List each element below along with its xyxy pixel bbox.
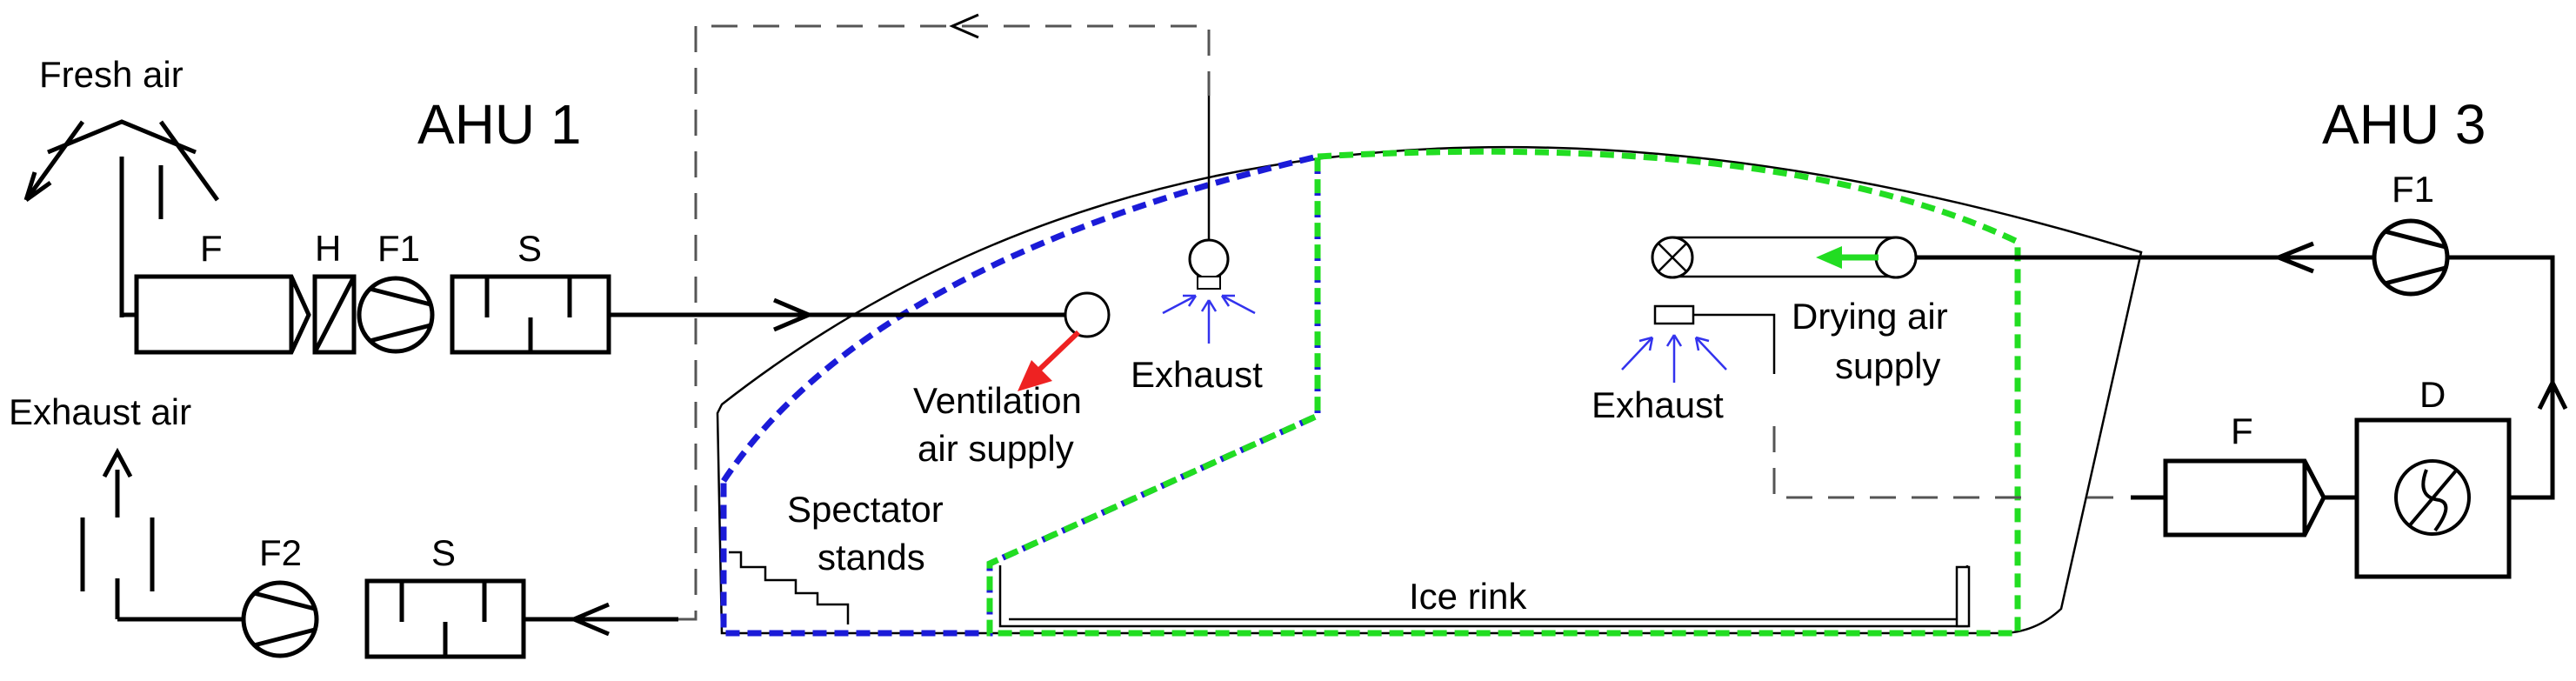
drying-duct-inlet-icon bbox=[1874, 236, 1918, 279]
ventilation-diffuser: Ventilation air supply bbox=[913, 291, 1111, 469]
spectator-stands-label-1: Spectator bbox=[787, 489, 944, 530]
ahu3-riser bbox=[2447, 255, 2555, 500]
ahu3-riser-arrow bbox=[2537, 377, 2568, 411]
supply-fan-blades bbox=[369, 286, 431, 344]
exhaust-grille-right: Exhaust bbox=[1592, 304, 2122, 499]
drying-flow-arrow bbox=[1816, 246, 1842, 269]
exhaust-right-dashed-return bbox=[1772, 426, 2122, 499]
exhaust-grille-left: Exhaust bbox=[1131, 96, 1263, 395]
ventilation-supply-label-2: air supply bbox=[918, 428, 1074, 469]
ahu3-filter-label: F bbox=[2231, 411, 2253, 451]
ahu1-unit: AHU 1 Fresh air F H F1 S Exhaust air bbox=[9, 13, 1211, 659]
ahu3-dehumidifier-label: D bbox=[2419, 374, 2446, 415]
ventilation-jet-line bbox=[1037, 330, 1081, 372]
ahu3-title: AHU 3 bbox=[2322, 93, 2486, 156]
ahu1-exhaust-silencer-label: S bbox=[431, 532, 456, 573]
ventilation-zone-boundary bbox=[720, 152, 1321, 637]
arena-building bbox=[716, 145, 2143, 635]
ahu1-filter bbox=[134, 274, 311, 355]
drying-zone-boundary bbox=[986, 148, 2021, 637]
exhaust-air-arrow bbox=[102, 447, 133, 517]
ahu3-supply-arrow bbox=[2272, 241, 2314, 274]
fresh-air-label: Fresh air bbox=[39, 54, 184, 95]
fresh-air-arrow-left bbox=[23, 120, 85, 203]
exhaust-silencer-baffles bbox=[399, 581, 487, 657]
exhaust-left-label: Exhaust bbox=[1131, 354, 1263, 395]
fresh-air-hood bbox=[47, 119, 197, 155]
ice-rink-label: Ice rink bbox=[1409, 576, 1527, 617]
drying-duct-body bbox=[1672, 236, 1896, 278]
ahu1-title: AHU 1 bbox=[417, 93, 582, 156]
exhaust-left-inflow-arrows bbox=[1162, 294, 1256, 344]
arena-roof-outline bbox=[716, 145, 2143, 635]
drying-supply-label-2: supply bbox=[1835, 345, 1940, 386]
exhaust-grille-left-icon bbox=[1188, 238, 1230, 280]
ahu1-exhaust-fan-label: F2 bbox=[259, 532, 302, 573]
drying-air-duct: Drying air supply bbox=[1651, 236, 1948, 386]
spectator-stands-steps bbox=[729, 551, 850, 624]
exhaust-grille-right-icon bbox=[1653, 304, 1695, 325]
supply-flow-arrow bbox=[773, 297, 815, 332]
exhaust-right-label: Exhaust bbox=[1592, 384, 1724, 425]
ahu3-fan-blades bbox=[2384, 229, 2446, 286]
exhaust-right-duct bbox=[1693, 313, 1776, 374]
ahu3-filter bbox=[2163, 458, 2326, 537]
drying-duct-cross bbox=[1658, 243, 1687, 272]
ventilation-diffuser-icon bbox=[1064, 291, 1111, 338]
fresh-air-arrow-right bbox=[158, 120, 220, 202]
ventilation-supply-label-1: Ventilation bbox=[913, 380, 1082, 421]
ahu1-heater-label: H bbox=[315, 228, 341, 269]
spectator-stands-label-2: stands bbox=[818, 537, 925, 578]
dehumidifier-drop-icon bbox=[2407, 468, 2459, 532]
exhaust-fan-blades bbox=[253, 591, 316, 648]
exhaust-air-label: Exhaust air bbox=[9, 391, 191, 432]
ahu1-supply-fan bbox=[357, 276, 435, 354]
drying-supply-label-1: Drying air bbox=[1792, 296, 1948, 337]
exhaust-grille-left-base bbox=[1197, 276, 1221, 290]
ahu1-filter-label: F bbox=[200, 228, 223, 269]
ventilation-jet-arrow bbox=[1018, 360, 1052, 391]
supply-silencer-baffles bbox=[484, 277, 572, 352]
ahu1-exhaust-fan bbox=[241, 580, 319, 658]
ahu1-supply-silencer-label: S bbox=[517, 228, 542, 269]
heater-diagonal bbox=[312, 275, 357, 354]
return-flow-arrow bbox=[568, 602, 610, 637]
rink-board-right bbox=[1955, 565, 1971, 628]
exhaust-right-inflow-arrows bbox=[1621, 334, 1727, 383]
ahu3-fan-label: F1 bbox=[2392, 169, 2434, 210]
ahu1-supply-fan-label: F1 bbox=[377, 228, 420, 269]
ahu3-unit: AHU 3 F1 D F bbox=[1916, 93, 2568, 579]
exhaust-dashed-arrow bbox=[949, 13, 979, 39]
exhaust-duct-dashed bbox=[678, 24, 1211, 621]
